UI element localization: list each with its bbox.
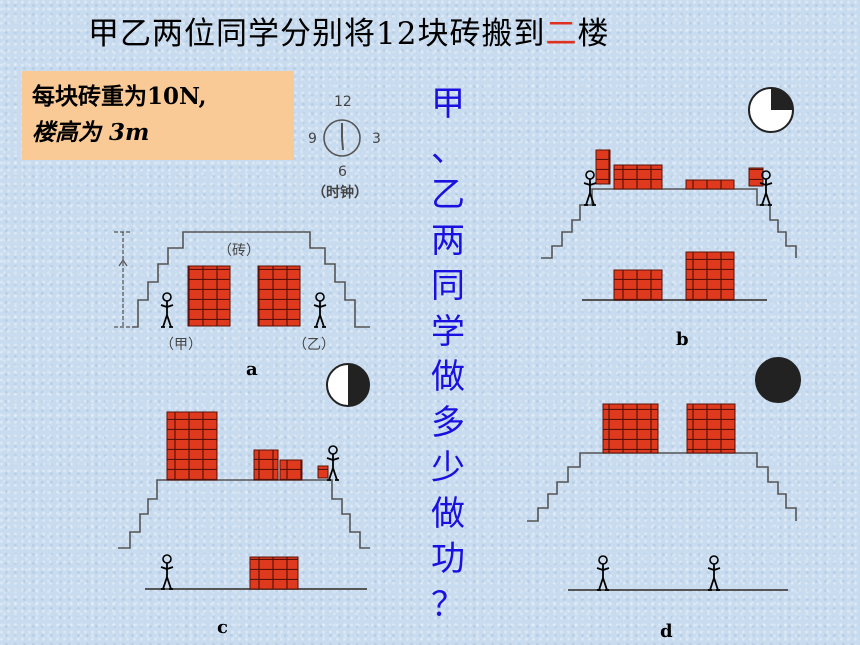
slide-title: 甲乙两位同学分别将12块砖搬到二楼	[88, 8, 609, 53]
question-char: 同	[431, 266, 465, 306]
clock-number-3: 3	[372, 131, 381, 147]
question-char: 、	[431, 129, 465, 170]
title-post: 楼	[577, 16, 610, 52]
question-char: 乙	[431, 175, 465, 215]
question-char: 做	[431, 493, 465, 534]
clock-number-9: 9	[308, 131, 317, 147]
question-char: 少	[431, 448, 465, 488]
title-pre: 甲乙两位同学分别将12块砖搬到	[88, 16, 546, 52]
question-char: 两	[431, 220, 465, 261]
panel-a-brick-label: （砖）	[218, 243, 260, 259]
panel-b-clock-icon	[748, 87, 794, 133]
clock-caption: （时钟）	[312, 184, 368, 201]
floor-height-text: 楼高为 3m	[32, 119, 150, 146]
panel-d-clock-icon	[755, 357, 801, 403]
panel-d-building	[527, 403, 797, 591]
panel-b-label: b	[676, 329, 689, 350]
question-char: 做	[431, 357, 465, 397]
question-char: ？	[431, 584, 465, 625]
question-char: 多	[431, 402, 465, 443]
vertical-question: 甲、乙两同学做多少做功？	[420, 82, 476, 628]
question-char: 甲	[431, 84, 465, 124]
panel-c-clock-icon	[326, 363, 370, 407]
question-char: 功	[431, 539, 465, 579]
title-highlight: 二	[545, 16, 578, 52]
panel-a-label: a	[246, 359, 258, 380]
clock-number-12: 12	[334, 94, 352, 110]
brick-weight-text: 每块砖重为10N,	[32, 83, 207, 110]
panel-c-label: c	[217, 617, 228, 638]
panel-c-building	[118, 411, 370, 590]
panel-b-building	[541, 149, 797, 301]
question-char: 学	[431, 311, 465, 352]
clock-icon	[323, 119, 361, 157]
panel-a-right-person-label: （乙）	[293, 337, 335, 353]
panel-a-building	[114, 231, 370, 328]
info-box: 每块砖重为10N, 楼高为 3m	[22, 71, 294, 160]
panel-a-left-person-label: （甲）	[160, 337, 202, 353]
panel-d-label: d	[660, 621, 673, 642]
clock-number-6: 6	[338, 164, 347, 180]
